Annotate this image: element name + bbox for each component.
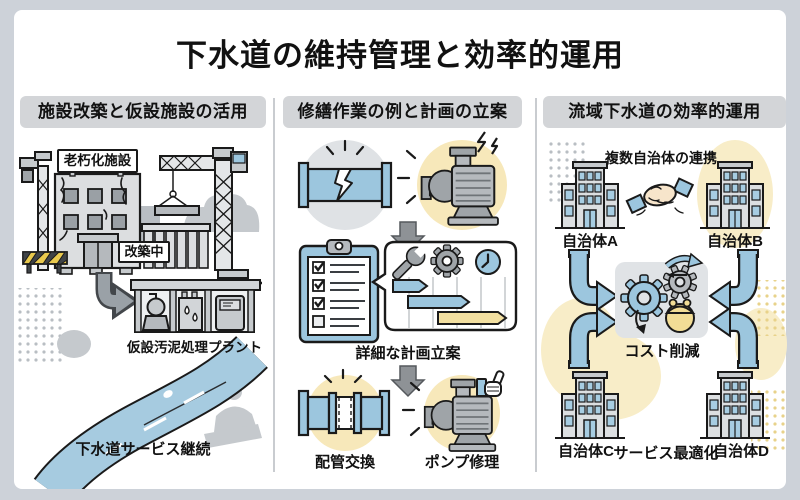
clock-icon — [475, 249, 501, 275]
barricade-icon — [22, 251, 68, 274]
pipe-replacement-icon — [297, 368, 391, 437]
panel-repair-planning: 修繕作業の例と計画の立案 — [281, 94, 524, 489]
detailed-planning-label: 詳細な計画立案 — [355, 345, 461, 362]
emphasis-marks — [401, 381, 421, 437]
curved-arrow-icon — [95, 272, 140, 320]
blob-decoration — [57, 330, 91, 358]
infographic-card: 下水道の維持管理と効率的運用 施設改築と仮設施設の活用 — [14, 10, 788, 489]
broken-pump-icon — [420, 146, 499, 226]
municipality-c-label: 自治体C — [558, 443, 614, 460]
sewer-pipe-icon — [568, 306, 619, 369]
thumbs-up-icon — [476, 370, 505, 397]
page-title: 下水道の維持管理と効率的運用 — [176, 38, 624, 73]
repair-planning-illustration — [297, 131, 518, 452]
down-arrow-icon — [390, 365, 426, 398]
tower-crane-icon — [154, 147, 249, 279]
emphasis-marks — [396, 149, 417, 205]
panel-header: 流域下水道の効率的運用 — [543, 96, 786, 128]
panel-basin-operation: 流域下水道の効率的運用 — [541, 94, 788, 489]
pump-repair-icon — [423, 378, 497, 452]
coin-purse-icon — [664, 298, 696, 333]
cost-reduction-label: コスト削減 — [624, 343, 700, 360]
aging-facility-sign: 老朽化施設 — [57, 149, 138, 173]
panel-header: 施設改築と仮設施設の活用 — [20, 96, 266, 128]
gear-gray-icon — [662, 264, 698, 300]
handshake-icon — [625, 177, 695, 216]
service-continuity-label: 下水道サービス継続 — [75, 441, 211, 458]
municipality-building-icon — [699, 371, 771, 439]
dots-decoration — [18, 288, 66, 362]
gantt-bar — [437, 311, 508, 325]
gantt-bar — [407, 295, 471, 309]
small-crane-icon — [19, 151, 52, 271]
panel-divider — [535, 98, 537, 472]
aging-building-icon — [53, 170, 142, 275]
sludge-plant-icon — [130, 279, 261, 333]
municipality-a-label: 自治体A — [562, 233, 618, 250]
plan-bubble-icon — [370, 240, 518, 332]
service-optimization-label: サービス最適化 — [613, 445, 719, 462]
dots-decoration — [755, 280, 787, 336]
pump-repair-label: ポンプ修理 — [424, 454, 500, 471]
panel-header: 修繕作業の例と計画の立案 — [283, 96, 522, 128]
broken-pipe-icon — [297, 139, 393, 230]
cooperation-label: 複数自治体の連携 — [605, 150, 717, 166]
basin-operation-illustration — [541, 140, 787, 454]
cycle-arrows-icon — [635, 252, 704, 334]
gear-icon — [430, 244, 464, 278]
clipboard-checklist-icon — [298, 239, 380, 344]
river-icon — [33, 335, 268, 489]
gear-blue-icon — [620, 274, 668, 322]
sewer-pipe-icon — [568, 249, 619, 312]
sewer-pipe-icon — [708, 249, 759, 312]
sewer-pipe-icon — [708, 306, 759, 369]
wrench-icon — [392, 244, 428, 280]
municipality-b-label: 自治体B — [707, 233, 763, 250]
gantt-bar — [392, 279, 429, 293]
construction-scene-illustration — [18, 147, 268, 489]
temporary-plant-label: 仮設汚泥処理プラント — [127, 340, 262, 355]
lightning-icon — [476, 131, 499, 155]
under-reconstruction-sign: 改築中 — [118, 241, 170, 263]
pipe-replacement-label: 配管交換 — [314, 454, 375, 471]
municipality-d-label: 自治体D — [713, 443, 769, 460]
panel-divider — [273, 98, 275, 472]
panel-facility-reconstruction: 施設改築と仮設施設の活用 — [18, 94, 268, 489]
